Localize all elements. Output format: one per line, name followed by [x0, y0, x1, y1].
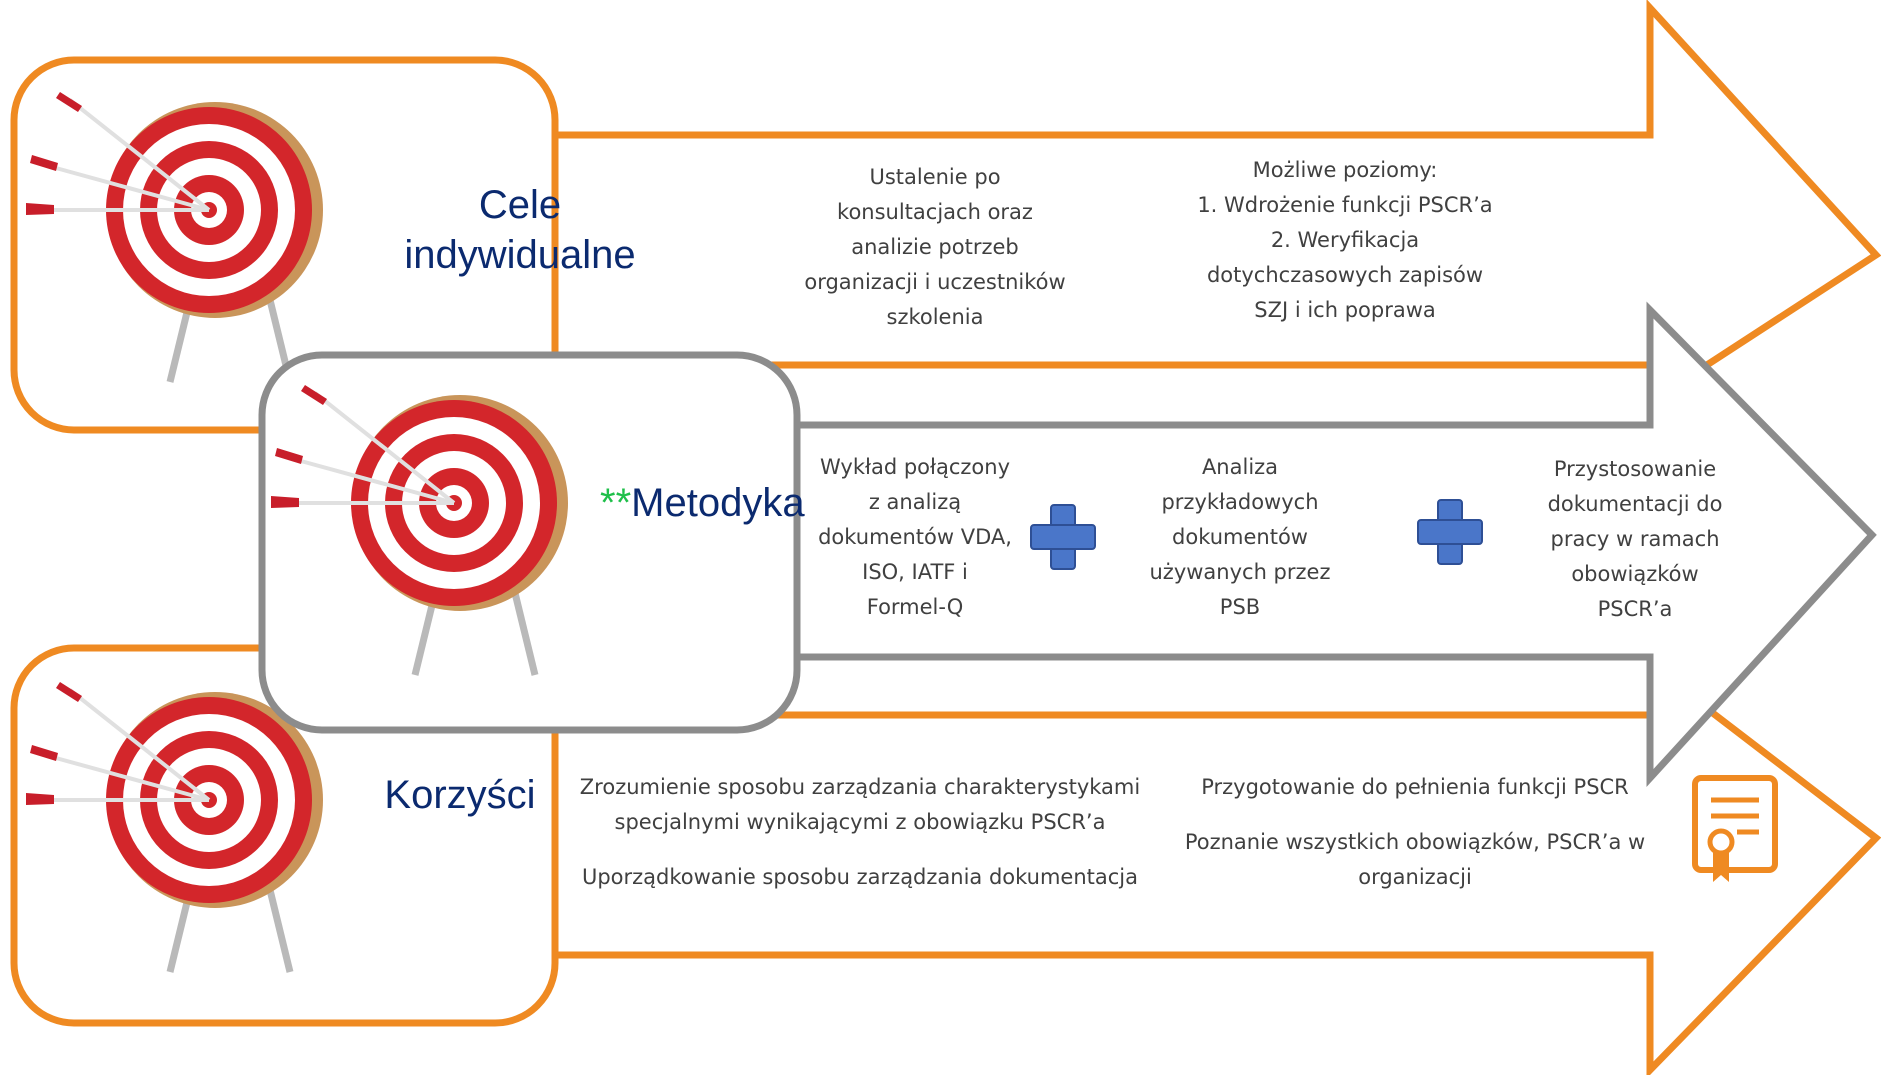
- metodyka-col1: Wykład połączony z analizą dokumentów VD…: [818, 455, 1012, 619]
- cele-col2: Możliwe poziomy: 1. Wdrożenie funkcji PS…: [1197, 158, 1493, 322]
- certificate-icon: [1692, 775, 1778, 882]
- metodyka-title-prefix: **: [600, 481, 632, 525]
- row-metodyka: [258, 301, 1877, 788]
- korzysci-item4: Poznanie wszystkich obowiązków, PSCR’a w…: [1184, 830, 1646, 889]
- metodyka-title-text: Metodyka: [631, 481, 805, 525]
- metodyka-title: **Metodyka: [600, 478, 830, 528]
- cele-col1: Ustalenie po konsultacjach oraz analizie…: [804, 165, 1066, 329]
- cele-title: Cele indywidualne: [404, 183, 636, 277]
- korzysci-item2: Uporządkowanie sposobu zarządzania dokum…: [581, 865, 1139, 889]
- korzysci-item3: Przygotowanie do pełnienia funkcji PSCR: [1201, 775, 1629, 799]
- metodyka-col3: Przystosowanie dokumentacji do pracy w r…: [1547, 457, 1723, 621]
- korzysci-item1: Zrozumienie sposobu zarządzania charakte…: [579, 775, 1141, 834]
- metodyka-arrow: [791, 301, 1877, 788]
- korzysci-title: Korzyści: [384, 773, 536, 817]
- row-cele: [10, 0, 1881, 434]
- metodyka-col2: Analiza przykładowych dokumentów używany…: [1149, 455, 1331, 619]
